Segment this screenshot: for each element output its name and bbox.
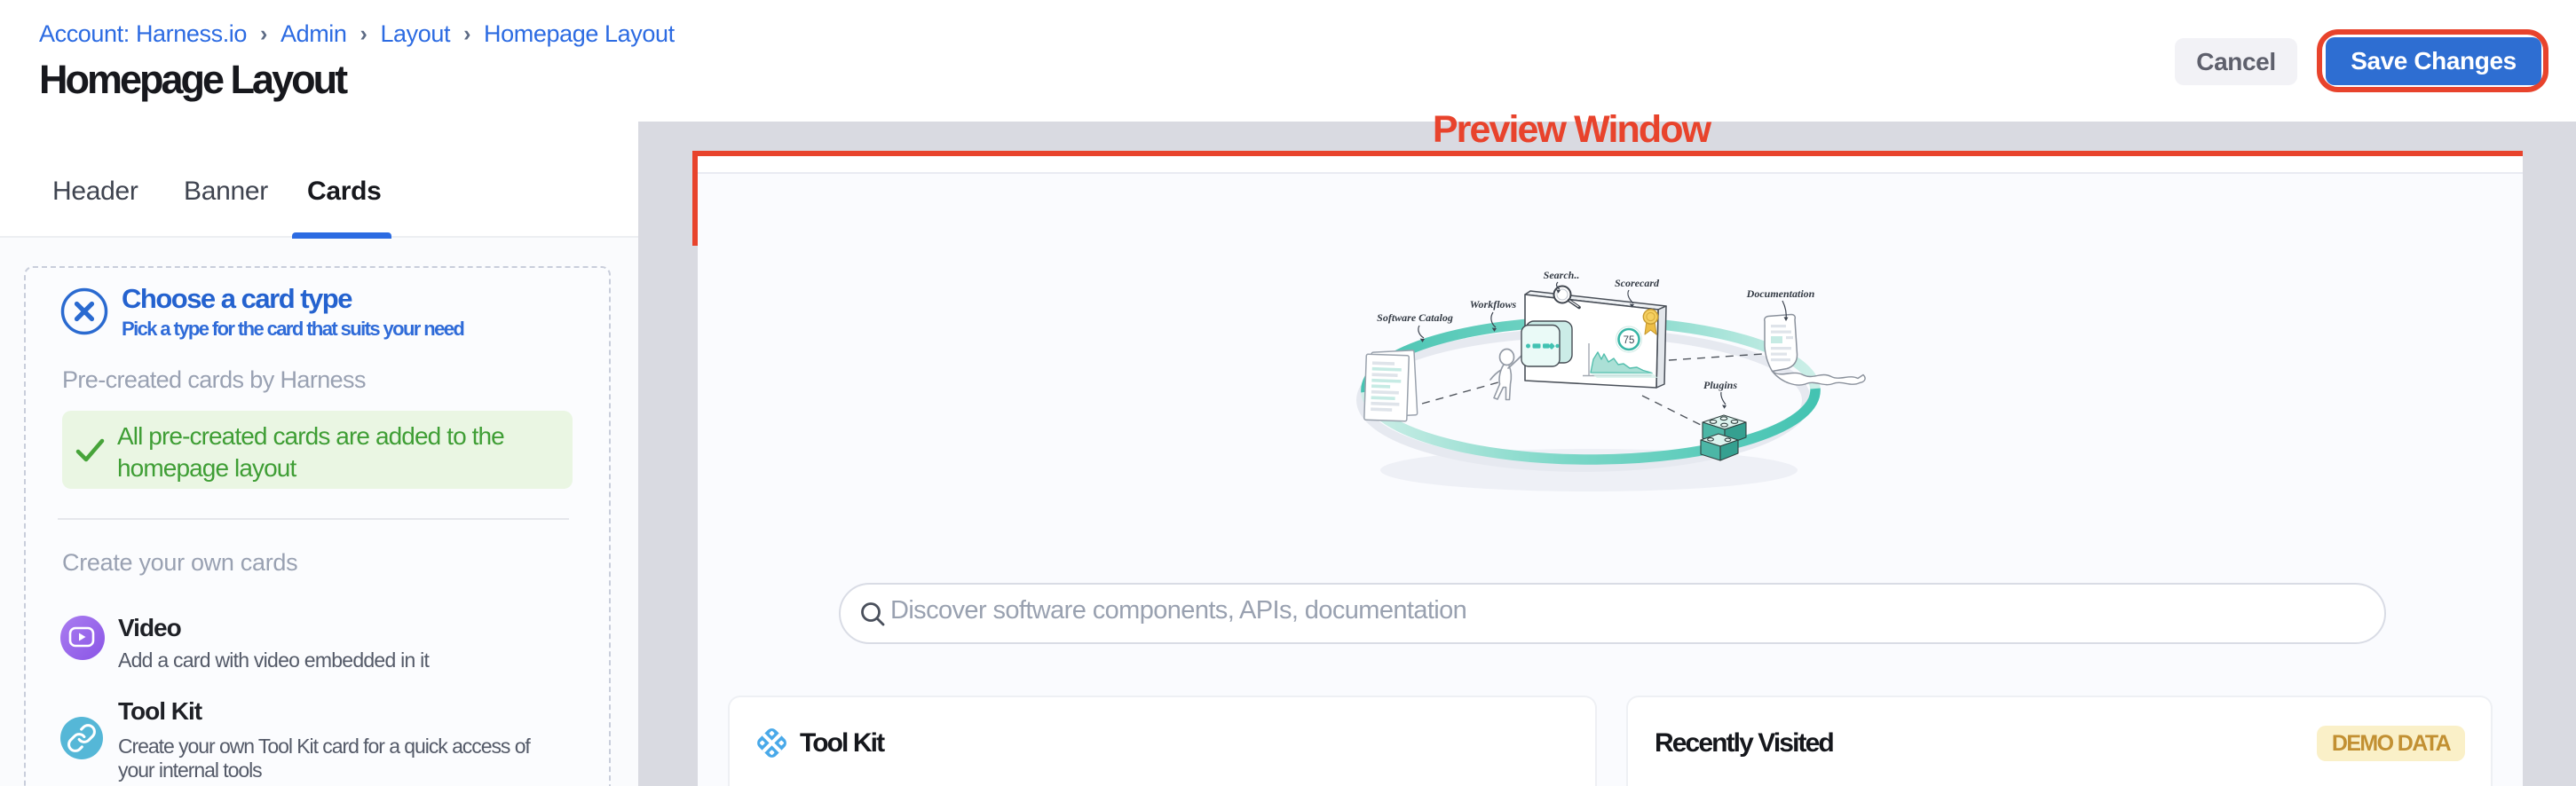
svg-text:Scorecard: Scorecard	[1615, 277, 1660, 289]
svg-text:75: 75	[1624, 335, 1635, 346]
svg-text:Plugins: Plugins	[1703, 379, 1737, 391]
svg-text:Search..: Search..	[1544, 269, 1580, 281]
svg-text:Software Catalog: Software Catalog	[1377, 311, 1453, 324]
svg-text:Documentation: Documentation	[1746, 287, 1815, 300]
svg-text:Workflows: Workflows	[1470, 298, 1517, 310]
